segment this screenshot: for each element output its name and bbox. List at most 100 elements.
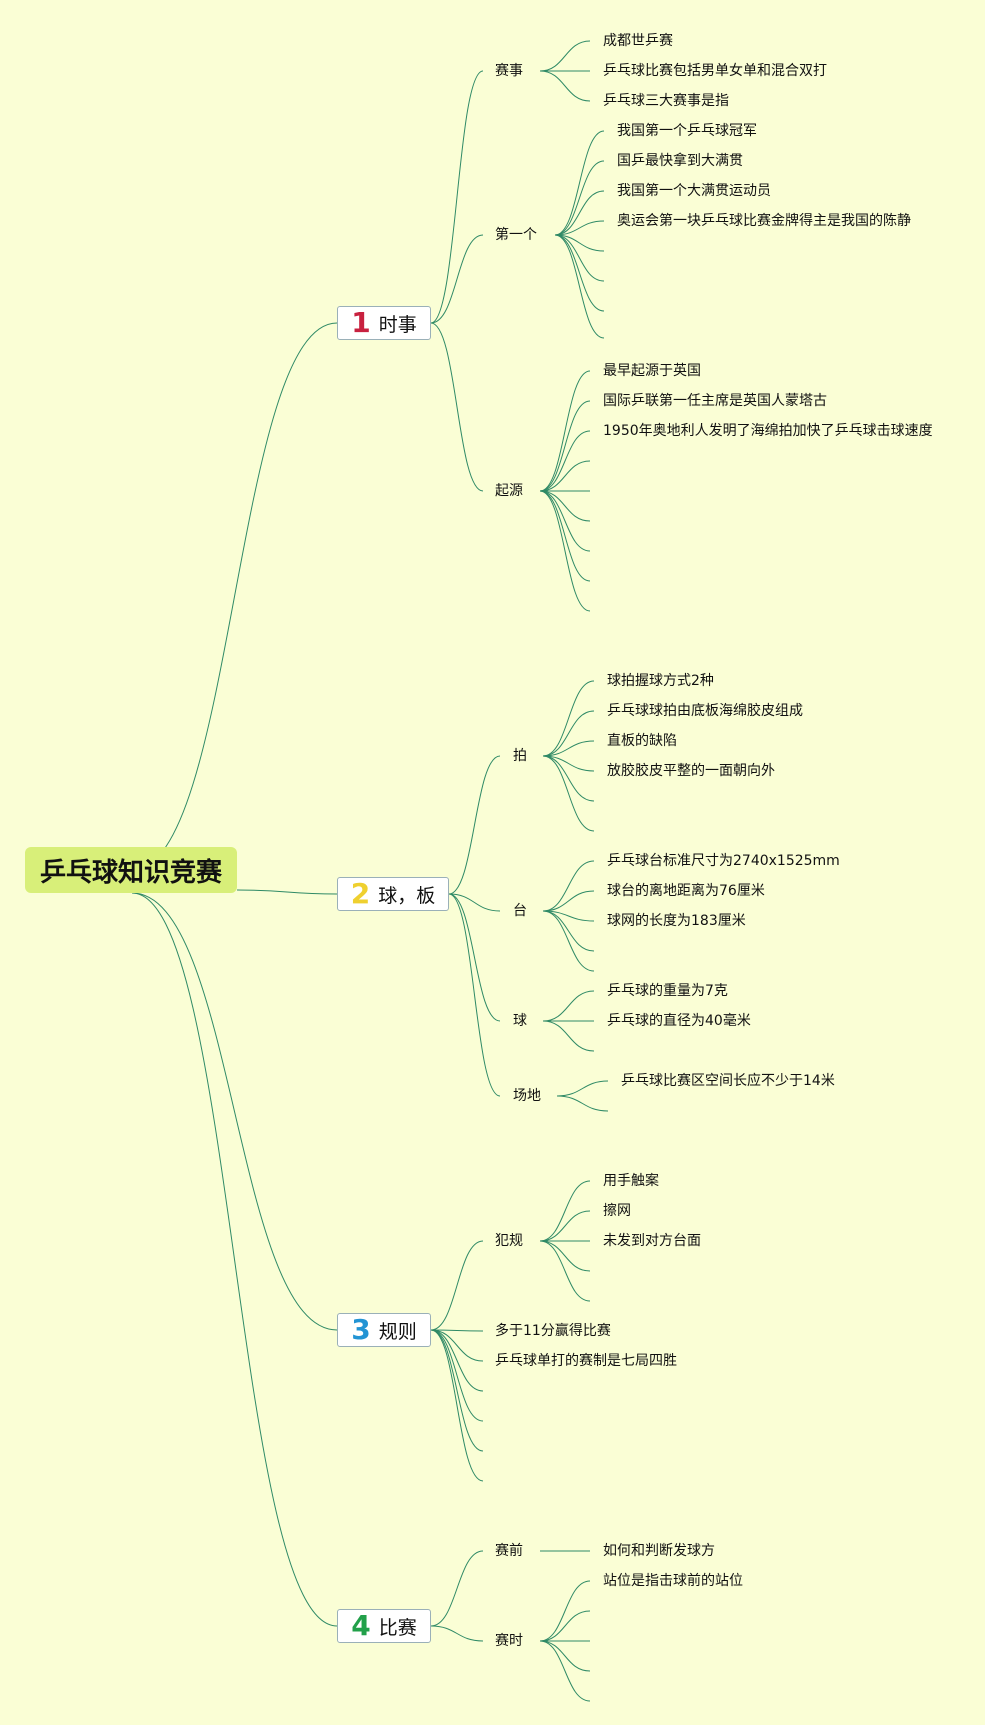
subtopic-3-1[interactable]: 犯规: [495, 1233, 523, 1249]
link-root-b3: [131, 892, 338, 1331]
subtopic-1-1[interactable]: 赛事: [495, 63, 523, 79]
link-b1s3-9: [539, 490, 591, 612]
link-b4s2-2: [539, 1610, 591, 1642]
link-b2s1-2: [542, 710, 595, 757]
leaf-3-2[interactable]: 多于11分赢得比赛: [495, 1323, 611, 1339]
link-b1s3-1: [539, 370, 591, 492]
leaf-3-3[interactable]: 乒乓球单打的赛制是七局四胜: [495, 1353, 677, 1369]
link-b1s1-3: [539, 70, 591, 102]
leaf-2-4-1[interactable]: 乒乓球比赛区空间长应不少于14米: [621, 1073, 835, 1089]
link-b2s2-2: [542, 890, 595, 912]
link-b4-sub-2: [430, 1625, 484, 1642]
leaf-2-1-4[interactable]: 放胶胶皮平整的一面朝向外: [607, 763, 775, 779]
link-b1s2-1: [554, 130, 605, 236]
link-b1s3-8: [539, 490, 591, 582]
link-b2s4-2: [556, 1095, 609, 1112]
subtopic-2-2[interactable]: 台: [513, 903, 527, 919]
branch-4-topic[interactable]: 4 比赛: [337, 1609, 431, 1643]
branch-2-topic[interactable]: 2 球，板: [337, 877, 449, 911]
leaf-1-3-3[interactable]: 1950年奥地利人发明了海绵拍加快了乒乓球击球速度: [603, 423, 933, 439]
subtopic-2-3[interactable]: 球: [513, 1013, 527, 1029]
branch-3-number: 3: [351, 1313, 371, 1346]
link-b2-sub-3: [448, 893, 501, 1022]
link-b2s2-1: [542, 860, 595, 912]
branch-3-topic[interactable]: 3 规则: [337, 1313, 431, 1347]
subtopic-4-1[interactable]: 赛前: [495, 1543, 523, 1559]
link-b3-sub-2: [430, 1329, 484, 1332]
link-b2s2-4: [542, 910, 595, 952]
leaf-2-2-3[interactable]: 球网的长度为183厘米: [607, 913, 746, 929]
leaf-1-2-4[interactable]: 奥运会第一块乒乓球比赛金牌得主是我国的陈静: [617, 213, 911, 229]
leaf-3-1-2[interactable]: 擦网: [603, 1203, 631, 1219]
leaf-1-2-2[interactable]: 国乒最快拿到大满贯: [617, 153, 743, 169]
link-b3s1-2: [539, 1210, 591, 1242]
link-b3s1-1: [539, 1180, 591, 1242]
link-root-b4: [131, 892, 338, 1627]
link-root-b2: [236, 889, 338, 895]
leaf-2-3-1[interactable]: 乒乓球的重量为7克: [607, 983, 728, 999]
subtopic-2-1[interactable]: 拍: [513, 748, 527, 764]
link-b1s2-8: [554, 234, 605, 339]
subtopic-4-2[interactable]: 赛时: [495, 1633, 523, 1649]
link-b1-sub-2: [430, 234, 484, 324]
link-b4s2-1: [539, 1580, 591, 1642]
link-b2-sub-1: [448, 755, 501, 895]
subtopic-1-3[interactable]: 起源: [495, 483, 523, 499]
link-b1-sub-3: [430, 322, 484, 492]
link-b1s1-1: [539, 40, 591, 72]
branch-1-number: 1: [351, 306, 371, 339]
link-b3s1-5: [539, 1240, 591, 1302]
link-b1s2-6: [554, 234, 605, 282]
leaf-1-3-2[interactable]: 国际乒联第一任主席是英国人蒙塔古: [603, 393, 827, 409]
link-b2s3-1: [542, 990, 595, 1022]
branch-2-number: 2: [350, 877, 371, 910]
link-b2s2-5: [542, 910, 595, 972]
leaf-3-1-1[interactable]: 用手触案: [603, 1173, 659, 1189]
leaf-2-2-2[interactable]: 球台的离地距离为76厘米: [607, 883, 765, 899]
link-b2s1-6: [542, 755, 595, 832]
link-b1s2-2: [554, 160, 605, 236]
leaf-1-3-1[interactable]: 最早起源于英国: [603, 363, 701, 379]
leaf-2-1-3[interactable]: 直板的缺陷: [607, 733, 677, 749]
branch-1-label: 时事: [378, 313, 417, 336]
link-b2-sub-2: [448, 893, 501, 912]
link-b1-sub-1: [430, 70, 484, 324]
branch-1-topic[interactable]: 1 时事: [337, 306, 431, 340]
leaf-1-1-2[interactable]: 乒乓球比赛包括男单女单和混合双打: [603, 63, 827, 79]
leaf-2-1-1[interactable]: 球拍握球方式2种: [607, 673, 714, 689]
leaf-1-2-3[interactable]: 我国第一个大满贯运动员: [617, 183, 771, 199]
branch-4-number: 4: [351, 1609, 371, 1642]
subtopic-2-4[interactable]: 场地: [513, 1088, 541, 1104]
root-topic[interactable]: 乒乓球知识竞赛: [25, 847, 237, 893]
link-b3s1-4: [539, 1240, 591, 1272]
link-b1s2-4: [554, 220, 605, 236]
leaf-1-1-1[interactable]: 成都世乒赛: [603, 33, 673, 49]
leaf-1-1-3[interactable]: 乒乓球三大赛事是指: [603, 93, 729, 109]
link-b4s2-4: [539, 1640, 591, 1672]
link-b1s3-4: [539, 460, 591, 492]
link-b3-sub-4: [430, 1329, 484, 1392]
link-b1s3-6: [539, 490, 591, 522]
branch-2-label: 球，板: [378, 884, 436, 907]
leaf-4-2-1[interactable]: 站位是指击球前的站位: [603, 1573, 743, 1589]
link-b3-sub-1: [430, 1240, 484, 1331]
link-b1s2-5: [554, 234, 605, 252]
leaf-4-1-1[interactable]: 如何和判断发球方: [603, 1543, 715, 1559]
link-b4-sub-1: [430, 1550, 484, 1627]
link-b1s2-7: [554, 234, 605, 312]
leaf-2-2-1[interactable]: 乒乓球台标准尺寸为2740x1525mm: [607, 853, 840, 869]
branch-4-label: 比赛: [378, 1616, 417, 1639]
subtopic-1-2[interactable]: 第一个: [495, 227, 537, 243]
link-b2s4-1: [556, 1080, 609, 1097]
link-b1s3-3: [539, 430, 591, 492]
leaf-2-3-2[interactable]: 乒乓球的直径为40毫米: [607, 1013, 751, 1029]
link-b2s1-5: [542, 755, 595, 802]
leaf-2-1-2[interactable]: 乒乓球球拍由底板海绵胶皮组成: [607, 703, 803, 719]
branch-3-label: 规则: [378, 1320, 417, 1343]
leaf-1-2-1[interactable]: 我国第一个乒乓球冠军: [617, 123, 757, 139]
link-b2s3-3: [542, 1020, 595, 1052]
link-b3-sub-6: [430, 1329, 484, 1452]
link-b2-sub-4: [448, 893, 501, 1097]
leaf-3-1-3[interactable]: 未发到对方台面: [603, 1233, 701, 1249]
